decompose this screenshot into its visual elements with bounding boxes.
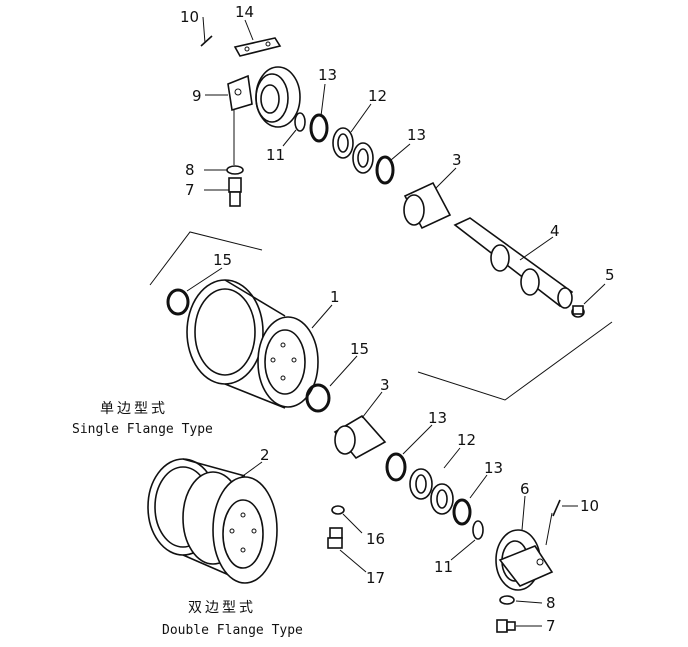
- group-bracket-left: [149, 231, 263, 286]
- callout-7: 7: [546, 617, 556, 635]
- callout-11: 11: [434, 558, 453, 576]
- callout-16: 16: [366, 530, 385, 548]
- part-13-ring: [452, 498, 472, 526]
- callout-8: 8: [185, 161, 195, 179]
- part-2-double-flange-roller: [147, 458, 278, 584]
- callout-2: 2: [260, 446, 270, 464]
- part-12-floating-seal: [409, 468, 454, 515]
- callout-12: 12: [368, 87, 387, 105]
- part-15-oring: [166, 288, 190, 316]
- part-10-pin: [552, 499, 561, 517]
- caption-double-en: Double Flange Type: [162, 623, 303, 638]
- part-11-oring: [294, 112, 306, 132]
- leader-lines: [186, 16, 606, 627]
- part-15-oring: [305, 383, 331, 413]
- caption-double-cn: 双边型式: [188, 600, 256, 616]
- part-5-plug: [571, 305, 585, 318]
- part-13-ring: [309, 113, 329, 143]
- part-4-shaft: [453, 217, 574, 309]
- callout-17: 17: [366, 569, 385, 587]
- part-8-washer: [499, 595, 515, 605]
- callout-13: 13: [484, 459, 503, 477]
- callout-1: 1: [330, 288, 340, 306]
- part-14-plate: [233, 37, 282, 57]
- group-bracket-right: [417, 321, 613, 401]
- part-13-ring: [375, 155, 395, 185]
- part-3-bushing: [333, 414, 387, 460]
- callout-12: 12: [457, 431, 476, 449]
- callout-13: 13: [428, 409, 447, 427]
- callout-13: 13: [407, 126, 426, 144]
- callout-7: 7: [185, 181, 195, 199]
- part-12-floating-seal: [332, 127, 374, 174]
- caption-single-cn: 单边型式: [100, 401, 168, 417]
- callout-14: 14: [235, 3, 254, 21]
- callout-10: 10: [580, 497, 599, 515]
- callout-3: 3: [452, 151, 462, 169]
- callout-3: 3: [380, 376, 390, 394]
- part-16-washer: [331, 505, 345, 515]
- caption-single-en: Single Flange Type: [72, 422, 213, 437]
- part-17-plug: [327, 527, 343, 549]
- callout-9: 9: [192, 87, 202, 105]
- part-6-end-collar: [495, 512, 554, 591]
- callout-8: 8: [546, 594, 556, 612]
- callout-11: 11: [266, 146, 285, 164]
- part-3-bushing: [403, 181, 452, 230]
- callout-13: 13: [318, 66, 337, 84]
- callout-6: 6: [520, 480, 530, 498]
- part-1-single-flange-roller: [186, 279, 319, 409]
- part-8-washer: [226, 165, 244, 175]
- part-10-pin: [200, 35, 213, 47]
- callout-4: 4: [550, 222, 560, 240]
- callout-15: 15: [350, 340, 369, 358]
- part-7-bolt: [228, 177, 242, 207]
- part-9-end-collar: [227, 66, 301, 165]
- callout-10: 10: [180, 8, 199, 26]
- callout-15: 15: [213, 251, 232, 269]
- part-11-oring: [472, 520, 484, 540]
- part-7-bolt: [496, 619, 516, 633]
- callout-5: 5: [605, 266, 615, 284]
- part-13-ring: [385, 452, 407, 482]
